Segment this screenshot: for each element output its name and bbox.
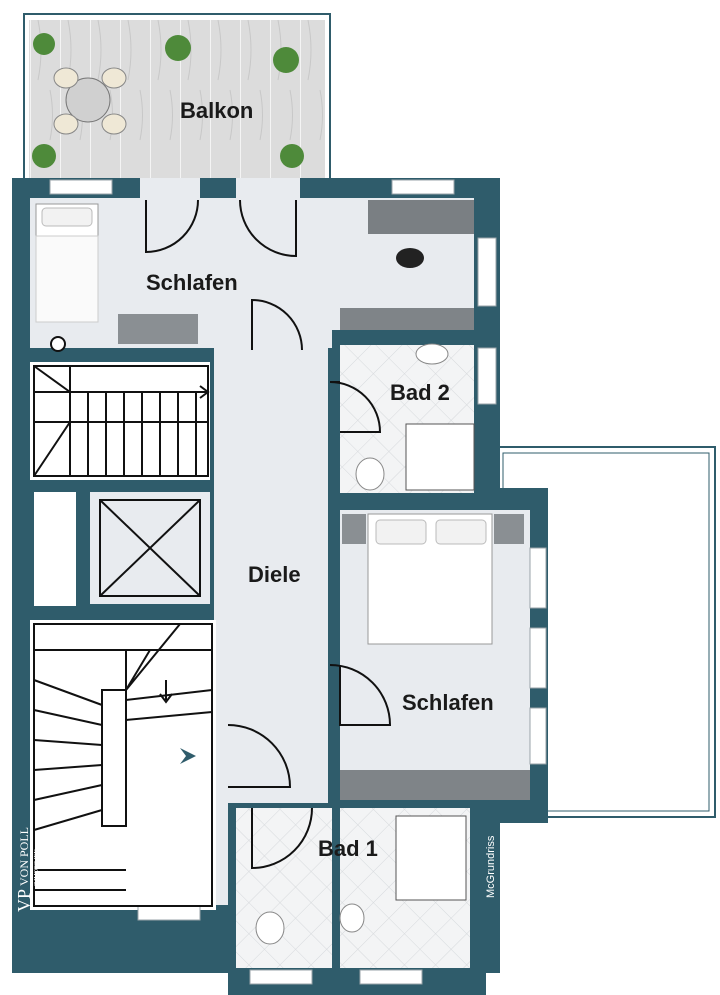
room-label-schlafen-right: Schlafen xyxy=(402,690,494,715)
credit-text: McGrundriss xyxy=(485,835,497,898)
balcony-doors xyxy=(140,178,300,200)
logo-subtitle: IMMOBILIEN xyxy=(34,849,40,886)
stairs-top xyxy=(33,365,210,477)
entry-arrow-icon xyxy=(180,748,196,764)
room-label-schlafen-top: Schlafen xyxy=(146,270,238,295)
stairs-bottom xyxy=(33,623,213,907)
room-label-bad1: Bad 1 xyxy=(318,836,378,861)
door-swings xyxy=(145,199,392,870)
logo-name: VON POLL xyxy=(17,827,31,886)
room-label-bad2: Bad 2 xyxy=(390,380,450,405)
room-label-diele: Diele xyxy=(248,562,301,587)
von-poll-logo: VP VON POLL IMMOBILIEN xyxy=(14,827,40,912)
logo-monogram: VP xyxy=(14,889,34,912)
shaft xyxy=(99,499,201,597)
furniture xyxy=(35,67,524,945)
plant-icons xyxy=(32,33,304,168)
room-label-balkon: Balkon xyxy=(180,98,253,123)
windows xyxy=(49,179,547,985)
